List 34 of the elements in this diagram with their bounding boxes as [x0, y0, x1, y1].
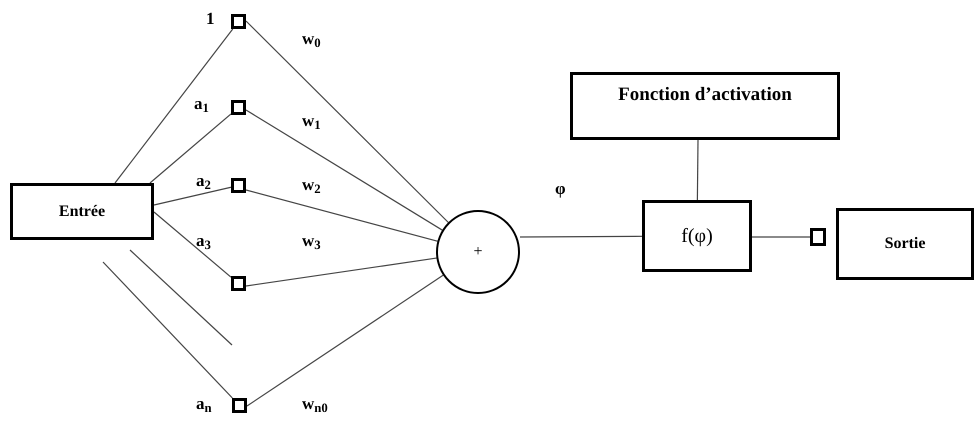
connector-line [246, 20, 449, 223]
input-label: 1 [206, 10, 214, 27]
node-label: Fonction d’activation [618, 83, 792, 107]
connector-line [102, 262, 233, 398]
connector-line [520, 236, 642, 238]
connector-line [246, 189, 438, 242]
process-box [10, 183, 154, 240]
connector-line [696, 140, 699, 200]
input-label: a$_{3}$ [196, 232, 211, 249]
process-box [642, 200, 752, 272]
connector-line [246, 274, 444, 406]
input-label: a$_{n}$ [196, 395, 212, 412]
input-square [810, 228, 826, 246]
connector-line [130, 250, 232, 346]
connector-line [114, 28, 234, 184]
input-label: a$_{2}$ [196, 172, 211, 189]
node-label: Sortie [884, 234, 926, 254]
connector-line [154, 212, 232, 278]
input-square [231, 14, 246, 29]
input-square [232, 398, 247, 413]
input-square [231, 276, 246, 291]
connector-line [246, 109, 442, 231]
process-box [836, 208, 974, 280]
connector-line [752, 236, 810, 238]
node-label: + [473, 242, 483, 262]
connector-line [246, 258, 437, 287]
input-square [231, 100, 246, 115]
node-label: Entrée [58, 202, 106, 222]
node-label: f(φ) [681, 224, 713, 248]
input-square [231, 178, 246, 193]
connector-line [150, 113, 232, 184]
connector-line [154, 186, 232, 206]
input-label: a$_{1}$ [194, 95, 209, 112]
process-box [570, 72, 840, 140]
